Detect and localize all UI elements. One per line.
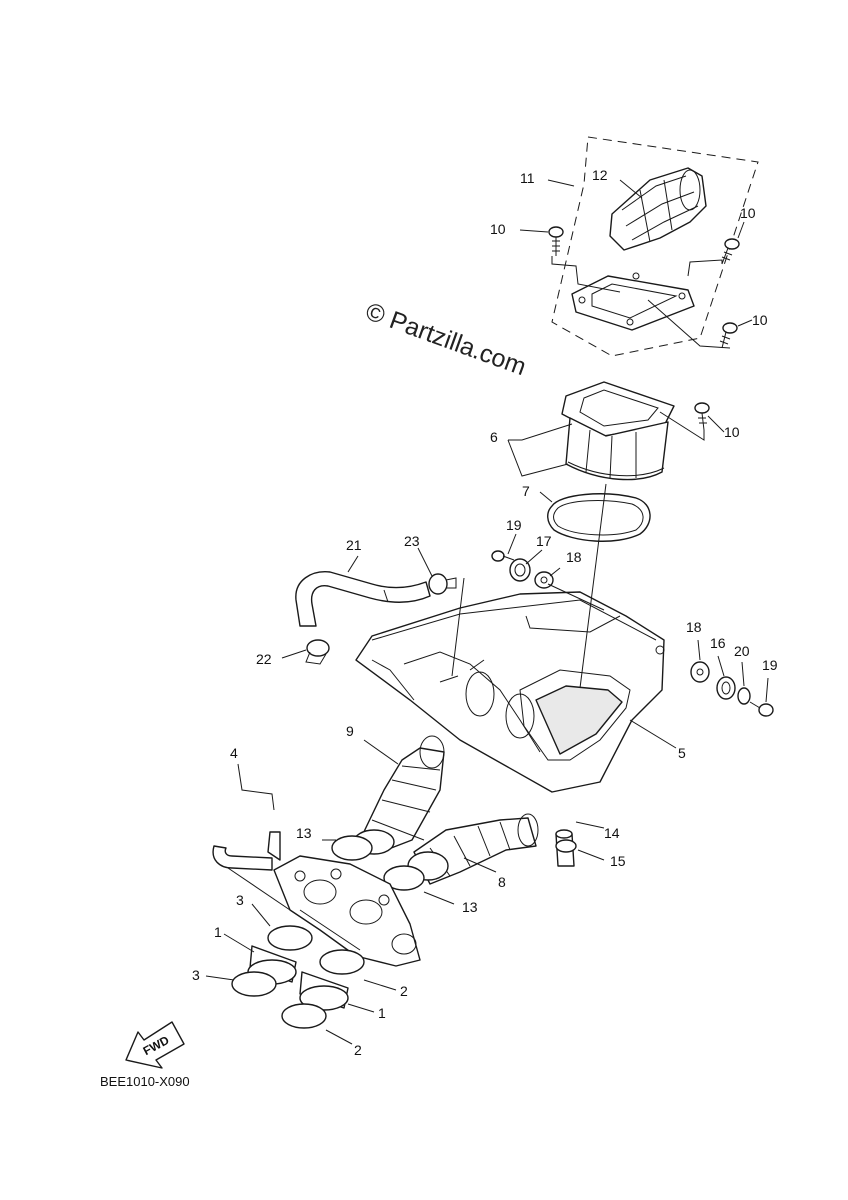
callout-8: 8	[498, 874, 506, 890]
callout-15: 15	[610, 853, 626, 869]
callout-19: 19	[762, 657, 778, 673]
part-17-grommet[interactable]	[509, 558, 531, 582]
callout-2: 2	[400, 983, 408, 999]
callout-10: 10	[490, 221, 506, 237]
callout-10: 10	[724, 424, 740, 440]
part-2-ring-a[interactable]	[319, 949, 365, 975]
part-13-clamp-b[interactable]	[383, 865, 425, 891]
callout-2: 2	[354, 1042, 362, 1058]
callout-4: 4	[230, 745, 238, 761]
throttle-body	[273, 855, 421, 967]
part-3-ring-b[interactable]	[231, 971, 277, 997]
leader-lines	[205, 179, 769, 1045]
callout-19: 19	[506, 517, 522, 533]
callout-1: 1	[214, 924, 222, 940]
callout-6: 6	[490, 429, 498, 445]
callout-10: 10	[740, 205, 756, 221]
callout-16: 16	[710, 635, 726, 651]
part-21-breather-hose[interactable]	[295, 571, 431, 627]
part-3-ring-a[interactable]	[267, 925, 313, 951]
part-22-hose-clamp[interactable]	[305, 639, 330, 665]
callout-10: 10	[752, 312, 768, 328]
callout-9: 9	[346, 723, 354, 739]
part-11-assembly-outline	[551, 136, 759, 357]
part-15-clip[interactable]	[555, 839, 577, 853]
part-7-gasket[interactable]	[547, 493, 651, 542]
part-1-ring-b[interactable]	[299, 971, 349, 1011]
part-10-bolt-b[interactable]	[721, 238, 740, 265]
callout-13: 13	[462, 899, 478, 915]
part-cover-plate	[571, 272, 695, 331]
part-13-clamp-a[interactable]	[331, 835, 373, 861]
callout-12: 12	[592, 167, 608, 183]
callout-11: 11	[520, 170, 535, 186]
callout-3: 3	[192, 967, 200, 983]
callout-7: 7	[522, 483, 530, 499]
part-12-intake-duct[interactable]	[609, 167, 707, 251]
part-19-screw-b[interactable]	[749, 701, 774, 717]
part-16-grommet[interactable]	[716, 676, 736, 700]
callout-21: 21	[346, 537, 362, 553]
part-10-bolt-c[interactable]	[719, 322, 738, 349]
callout-labels: 11 12 10 10 10 10 6 7 19 17 18 21 23 22 …	[192, 167, 778, 1058]
callout-1: 1	[378, 1005, 386, 1021]
part-10-bolt-d[interactable]	[694, 402, 710, 431]
callout-13: 13	[296, 825, 312, 841]
callout-18: 18	[686, 619, 702, 635]
part-8-intake-boot[interactable]	[407, 813, 539, 885]
part-18-washer-b[interactable]	[690, 661, 710, 683]
diagram-code: BEE1010-X090	[100, 1074, 190, 1089]
part-6-air-filter[interactable]	[561, 381, 675, 481]
part-23-hose-clamp[interactable]	[428, 573, 457, 595]
callout-23: 23	[404, 533, 420, 549]
part-19-screw-a[interactable]	[491, 550, 515, 562]
callout-22: 22	[256, 651, 272, 667]
part-10-bolt-a[interactable]	[548, 226, 564, 256]
callout-20: 20	[734, 643, 750, 659]
part-4-hose[interactable]	[212, 831, 281, 871]
part-20-collar[interactable]	[737, 687, 751, 705]
part-2-ring-b[interactable]	[281, 1003, 327, 1029]
watermark: © Partzilla.com	[362, 297, 530, 381]
callout-5: 5	[678, 745, 686, 761]
callout-18: 18	[566, 549, 582, 565]
callout-17: 17	[536, 533, 552, 549]
part-5-airbox[interactable]	[355, 591, 665, 793]
forward-arrow-icon: FWD	[125, 1021, 185, 1069]
callout-3: 3	[236, 892, 244, 908]
callout-14: 14	[604, 825, 620, 841]
part-9-intake-boot[interactable]	[353, 735, 445, 855]
